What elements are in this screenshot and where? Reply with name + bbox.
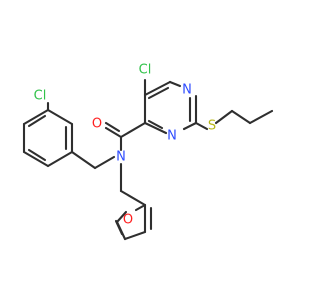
bond-benzene-5 xyxy=(22,150,50,168)
bond-c-o xyxy=(104,126,123,139)
bond-benzene-3 xyxy=(22,108,50,126)
oxygen-atom-furan: O xyxy=(123,213,133,228)
bond-c5-c4-double xyxy=(147,86,170,100)
chlorine-atom-top: Cl xyxy=(139,63,152,78)
bond-ch2-furan xyxy=(119,189,147,207)
bond-c-o-double xyxy=(104,121,121,133)
bond-propyl-1 xyxy=(230,109,252,125)
bond-c5-c4 xyxy=(143,80,172,97)
atom-layer: Cl N N S O N Cl O xyxy=(34,63,216,228)
bond-c4-n3 xyxy=(168,80,182,88)
bond-benzene-inner-2 xyxy=(27,114,47,128)
bond-n1-c6 xyxy=(143,121,168,135)
bond-furan-5 xyxy=(134,203,147,212)
molecule-structure: Cl N N S O N Cl O xyxy=(0,0,300,300)
nitrogen-atom-pyrimidine-top: N xyxy=(182,83,192,98)
bond-furan-2 xyxy=(123,230,147,241)
bond-c6-carbonyl xyxy=(119,121,147,139)
molecule-canvas: Cl N N S O N Cl O xyxy=(0,0,300,300)
bond-benzene-inner-3 xyxy=(27,148,47,162)
chlorine-atom-left: Cl xyxy=(34,89,47,104)
bond-benzene-6 xyxy=(46,150,74,168)
bond-s-ch2 xyxy=(214,109,234,125)
bond-furan-4 xyxy=(115,210,128,224)
bond-propyl-2 xyxy=(248,109,274,125)
bond-benzene-2 xyxy=(46,108,74,126)
bond-layer xyxy=(22,78,274,241)
bond-furan-3-double xyxy=(114,219,124,236)
bond-c2-n1 xyxy=(182,121,198,131)
bond-c2-s xyxy=(194,121,209,131)
oxygen-atom-carbonyl: O xyxy=(92,117,102,132)
bond-n-ch2-benzyl xyxy=(93,155,116,170)
bond-benzyl-ch2-ring xyxy=(70,150,97,170)
nitrogen-atom-pyrimidine-bottom: N xyxy=(167,129,177,144)
background xyxy=(0,0,300,300)
sulfur-atom: S xyxy=(208,119,216,134)
bond-n1-c6-double xyxy=(147,119,164,130)
nitrogen-atom-amide: N xyxy=(116,150,126,165)
